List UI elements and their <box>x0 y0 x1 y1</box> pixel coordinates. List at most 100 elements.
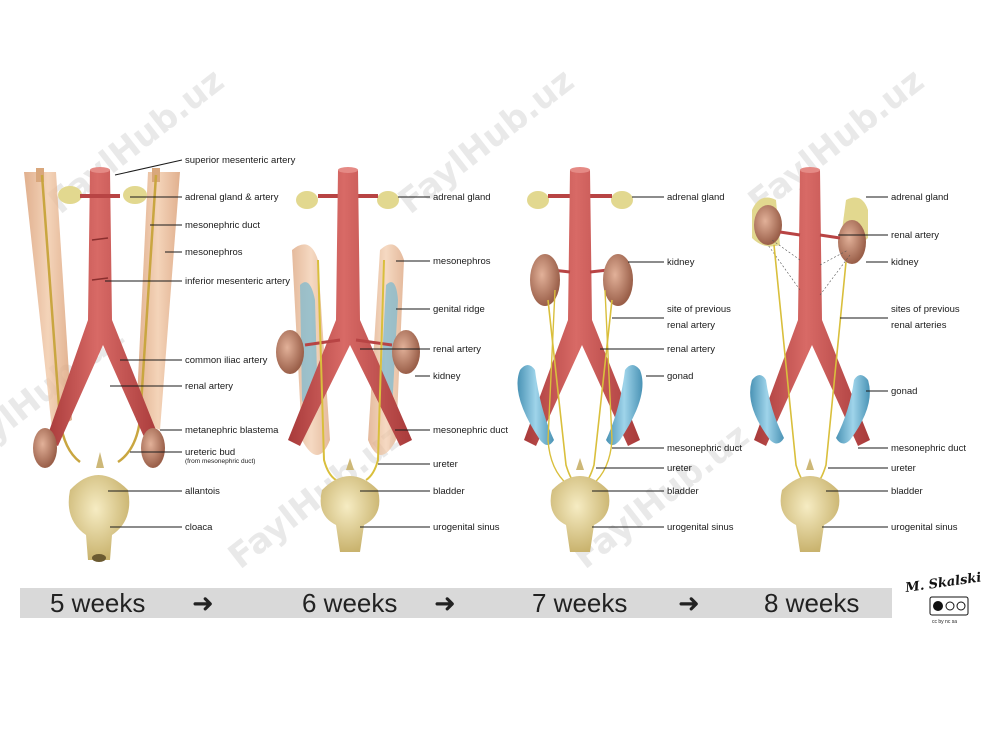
bladder-tip <box>576 458 584 470</box>
ureter-left <box>317 259 337 481</box>
panel-8-weeks <box>750 167 870 552</box>
labels-5-weeks: superior mesenteric artery adrenal gland… <box>185 155 296 533</box>
label-common-iliac-artery: common iliac artery <box>185 355 268 366</box>
label-site-renal-artery: renal artery <box>667 320 715 331</box>
previous-renal-arteries <box>767 239 851 296</box>
arrow-icon: ➜ <box>192 588 214 618</box>
allantois <box>96 452 104 468</box>
label-adrenal-gland: adrenal gland <box>667 192 725 203</box>
label-genital-ridge: genital ridge <box>433 304 485 315</box>
label-bladder: bladder <box>433 486 465 497</box>
label-kidney: kidney <box>667 257 695 268</box>
kidney-right <box>392 330 420 374</box>
panel-6-weeks <box>276 167 420 552</box>
bladder <box>320 476 380 552</box>
panel-7-weeks <box>517 167 643 552</box>
bladder <box>550 476 610 552</box>
label-mesonephric-duct: mesonephric duct <box>185 220 260 231</box>
aorta-top <box>338 167 358 173</box>
bladder-tip <box>346 458 354 470</box>
renal-artery <box>304 338 393 347</box>
cloaca-opening <box>92 554 106 562</box>
kidney-left <box>754 205 782 245</box>
aorta-top <box>90 167 110 173</box>
mesonephros-stub-left <box>36 168 44 182</box>
label-renal-artery: renal artery <box>891 230 939 241</box>
label-ureter: ureter <box>891 463 916 474</box>
label-gonad: gonad <box>891 386 917 397</box>
stage-label-6-weeks: 6 weeks <box>302 588 397 618</box>
stage-label-5-weeks: 5 weeks <box>50 588 145 618</box>
label-allantois: allantois <box>185 486 220 497</box>
label-renal-artery: renal artery <box>433 344 481 355</box>
label-adrenal-gland: adrenal gland <box>433 192 491 203</box>
renal-artery <box>779 230 841 240</box>
metanephric-blastema-left <box>33 428 57 468</box>
adrenal-gland-right <box>611 191 633 209</box>
timeline-background <box>20 588 892 618</box>
panel-5-weeks <box>24 167 180 562</box>
kidney-left <box>530 254 560 306</box>
ureter-right <box>365 259 385 481</box>
label-mesonephros: mesonephros <box>185 247 243 258</box>
label-ureteric-bud: ureteric bud <box>185 447 235 458</box>
kidney-left <box>276 330 304 374</box>
label-ureteric-bud-note: (from mesonephric duct) <box>185 458 255 465</box>
adrenal-gland-right <box>377 191 399 209</box>
stage-label-8-weeks: 8 weeks <box>764 588 859 618</box>
leader-lines <box>105 159 888 528</box>
label-adrenal-gland: adrenal gland <box>891 192 949 203</box>
aorta <box>46 170 160 446</box>
mesonephros-right <box>136 172 180 430</box>
aorta-top <box>800 167 820 173</box>
license-text: cc by nc sa <box>932 619 957 625</box>
gonad-right <box>606 365 643 445</box>
label-inferior-mesenteric-artery: inferior mesenteric artery <box>185 276 290 287</box>
kidney-right <box>603 254 633 306</box>
mesenteric-stub <box>91 237 109 281</box>
adrenal-gland-left <box>527 191 549 209</box>
label-bladder: bladder <box>891 486 923 497</box>
nc-icon <box>956 601 966 611</box>
labels-6-weeks: adrenal gland mesonephros genital ridge … <box>433 192 508 533</box>
labels-8-weeks: adrenal gland renal artery kidney sites … <box>891 192 966 533</box>
label-ureter: ureter <box>433 459 458 470</box>
label-site-of-previous: site of previous <box>667 304 731 315</box>
label-ureter: ureter <box>667 463 692 474</box>
label-kidney: kidney <box>433 371 461 382</box>
label-adrenal-gland-artery: adrenal gland & artery <box>185 192 279 203</box>
label-renal-arteries: renal arteries <box>891 320 947 331</box>
gonad-right <box>836 375 870 444</box>
gonad-left <box>517 365 554 445</box>
by-icon <box>945 601 955 611</box>
adrenal-gland-right <box>123 186 147 204</box>
label-urogenital-sinus: urogenital sinus <box>891 522 958 533</box>
cc-icon <box>933 601 943 611</box>
label-mesonephros: mesonephros <box>433 256 491 267</box>
label-gonad: gonad <box>667 371 693 382</box>
mesonephros-left <box>24 172 72 430</box>
label-metanephric-blastema: metanephric blastema <box>185 425 279 436</box>
author-signature: M. Skalski <box>903 570 982 596</box>
label-cloaca: cloaca <box>185 522 213 533</box>
label-mesonephric-duct: mesonephric duct <box>433 425 508 436</box>
aorta <box>754 170 870 446</box>
aorta <box>524 170 640 446</box>
kidney-right <box>838 220 866 264</box>
arrow-icon: ➜ <box>434 588 456 618</box>
metanephric-blastema-right <box>141 428 165 468</box>
arrow-icon: ➜ <box>678 588 700 618</box>
label-kidney: kidney <box>891 257 919 268</box>
bladder-tip <box>806 458 814 470</box>
adrenal-gland-left <box>296 191 318 209</box>
label-urogenital-sinus: urogenital sinus <box>667 522 734 533</box>
label-mesonephric-duct: mesonephric duct <box>667 443 742 454</box>
bladder <box>780 476 840 552</box>
label-bladder: bladder <box>667 486 699 497</box>
signature-block: M. Skalski cc by nc sa <box>903 570 982 625</box>
label-urogenital-sinus: urogenital sinus <box>433 522 500 533</box>
label-renal-artery: renal artery <box>667 344 715 355</box>
adrenal-gland-left <box>58 186 82 204</box>
gonad-left <box>750 375 784 444</box>
